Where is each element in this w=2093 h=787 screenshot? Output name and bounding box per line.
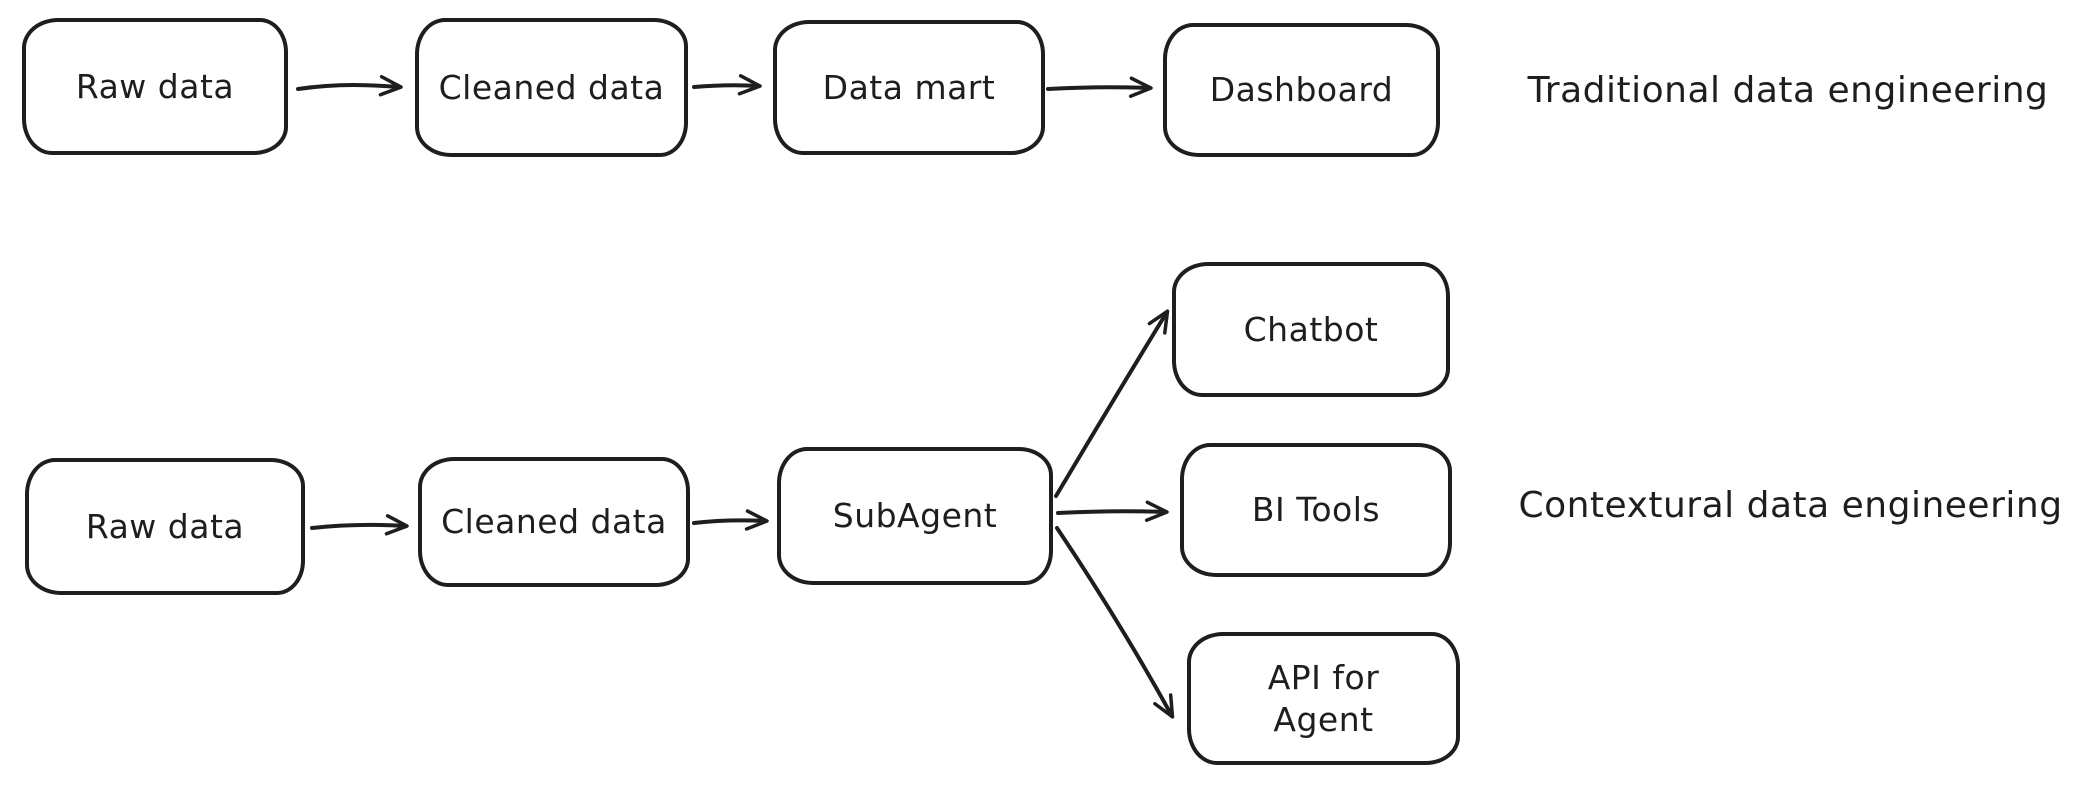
node-api-for-agent: API for Agent	[1187, 632, 1460, 765]
node-data-mart: Data mart	[773, 20, 1045, 155]
arrow-subagent-to-api	[1055, 526, 1175, 719]
arrow-datamart-to-dashboard	[1046, 76, 1153, 98]
arrow-subagent-to-bitools	[1056, 500, 1169, 522]
node-bi-tools: BI Tools	[1180, 443, 1452, 577]
node-dashboard: Dashboard	[1163, 23, 1440, 157]
node-chatbot: Chatbot	[1172, 262, 1450, 397]
arrow-raw-to-cleaned-1	[296, 75, 403, 97]
arrow-cleaned-to-subagent	[692, 509, 769, 531]
arrow-cleaned-to-datamart	[692, 74, 762, 96]
node-subagent: SubAgent	[777, 447, 1053, 585]
node-cleaned-data-contextual: Cleaned data	[418, 457, 690, 587]
caption-contextural-data-engineering: Contextural data engineering	[1518, 485, 2063, 526]
node-raw-data-traditional: Raw data	[22, 18, 288, 155]
node-raw-data-contextual: Raw data	[25, 458, 305, 595]
arrow-subagent-to-chatbot	[1054, 309, 1170, 498]
caption-traditional-data-engineering: Traditional data engineering	[1527, 70, 2049, 111]
node-cleaned-data-traditional: Cleaned data	[415, 18, 688, 157]
arrow-raw-to-cleaned-2	[310, 514, 409, 536]
